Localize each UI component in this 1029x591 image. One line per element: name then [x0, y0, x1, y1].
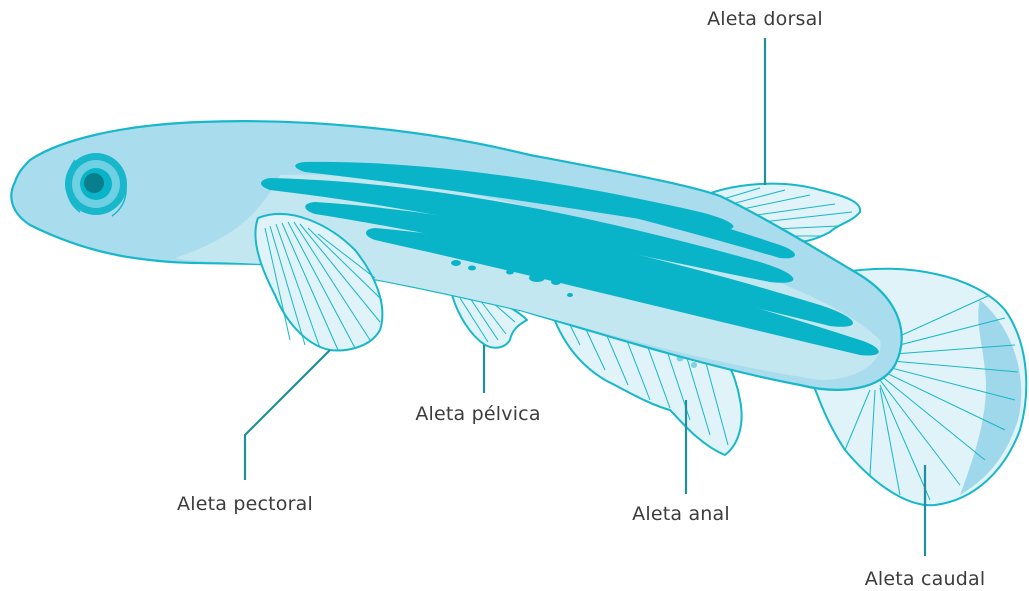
label-pelvic-fin: Aleta pélvica: [415, 403, 540, 425]
label-pectoral-fin: Aleta pectoral: [177, 493, 313, 515]
label-dorsal-fin: Aleta dorsal: [707, 8, 823, 30]
leader-pectoral: [245, 350, 330, 480]
label-caudal-fin: Aleta caudal: [865, 568, 986, 590]
label-anal-fin: Aleta anal: [632, 503, 730, 525]
fish-body: [11, 121, 901, 390]
